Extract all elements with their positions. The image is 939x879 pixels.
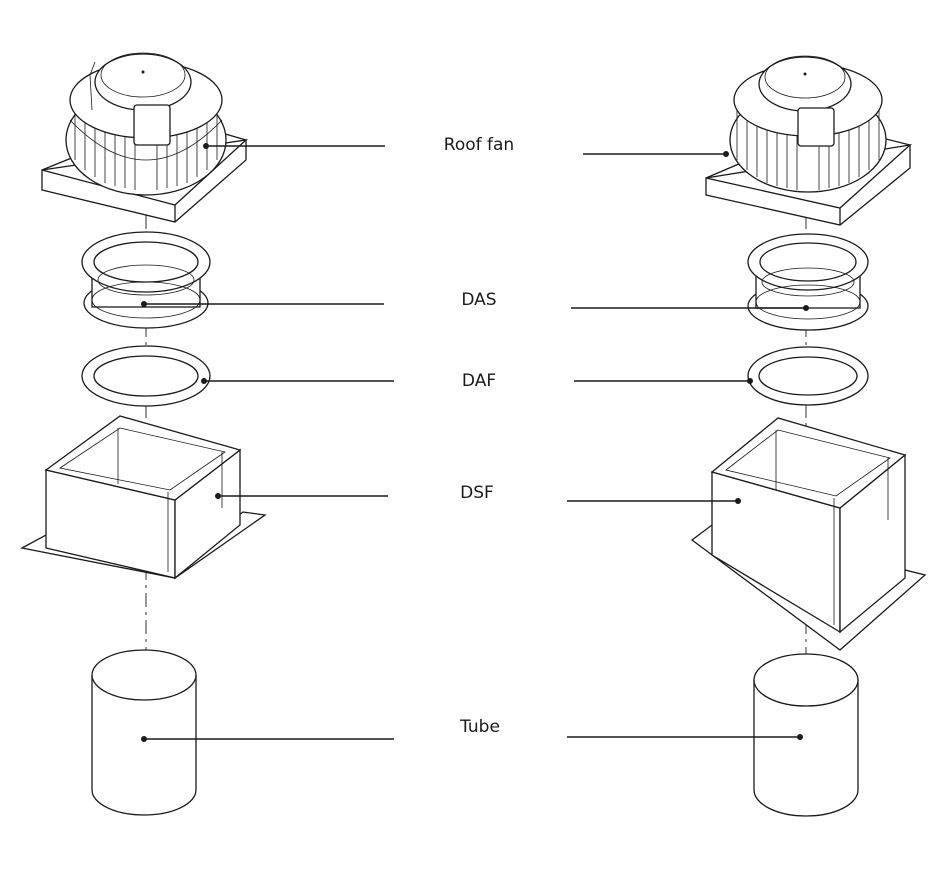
left-das — [81, 231, 211, 329]
left-roof-fan — [41, 52, 249, 223]
label-dsf: DSF — [460, 483, 494, 503]
left-assembly — [20, 52, 267, 816]
left-daf — [81, 345, 211, 407]
label-roof-fan: Roof fan — [443, 135, 515, 155]
right-roof-fan — [705, 55, 913, 226]
right-tube — [753, 653, 859, 817]
right-das — [747, 233, 869, 331]
label-daf: DAF — [461, 371, 497, 391]
right-dsf — [690, 417, 927, 651]
right-assembly — [690, 55, 927, 817]
left-dsf — [20, 415, 267, 580]
label-tube: Tube — [460, 717, 500, 737]
left-tube — [91, 649, 197, 816]
leader-lines — [141, 143, 809, 742]
right-daf — [747, 346, 869, 406]
label-das: DAS — [461, 290, 497, 310]
